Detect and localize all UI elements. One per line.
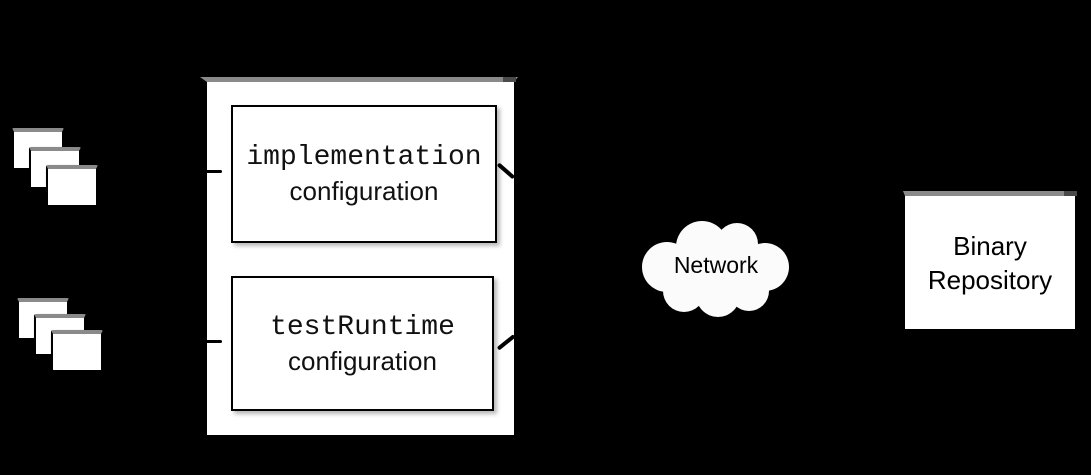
configuration-word-label: configuration xyxy=(288,345,437,376)
file-card xyxy=(51,330,103,372)
network-label: Network xyxy=(673,251,759,278)
binary-repository-label-line2: Repository xyxy=(927,264,1053,295)
testruntime-configuration-box: testRuntime configuration xyxy=(231,276,494,411)
file-card xyxy=(46,165,98,207)
configuration-code-label: implementation xyxy=(246,142,482,173)
configurations-container: implementation configuration testRuntime… xyxy=(200,77,518,438)
implementation-configuration-box: implementation configuration xyxy=(231,105,497,243)
binary-repository-label-line1: Binary xyxy=(953,230,1027,261)
configuration-word-label: configuration xyxy=(289,176,439,206)
cloud-icon xyxy=(642,221,789,317)
connector-stub-left-bottom xyxy=(197,340,222,343)
network-cloud: Network xyxy=(640,211,792,319)
binary-repository-box: Binary Repository xyxy=(903,191,1077,331)
configuration-code-label: testRuntime xyxy=(270,311,455,343)
connector-stub-left-top xyxy=(197,170,222,173)
